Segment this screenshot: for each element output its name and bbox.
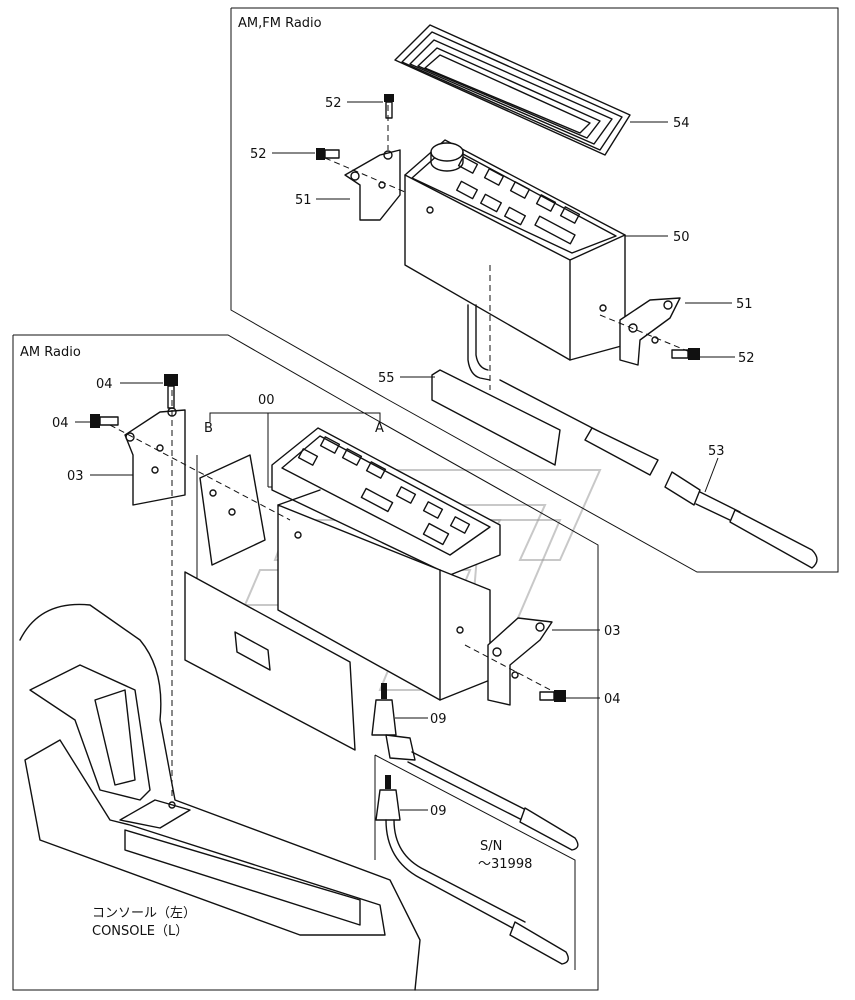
bezel-54 — [394, 24, 631, 156]
callout-09-upper: 09 — [430, 712, 447, 727]
callout-55: 55 — [378, 371, 395, 386]
serial-range: ～31998 — [478, 857, 532, 872]
bracket-51-left — [324, 105, 406, 221]
callout-52-right: 52 — [738, 351, 755, 366]
callout-04-left: 04 — [52, 416, 69, 431]
screw-52-top — [384, 94, 394, 119]
callout-00: 00 — [258, 393, 275, 408]
callout-03-right: 03 — [604, 624, 621, 639]
cable-09-lower — [374, 754, 576, 970]
am-fm-section-frame — [230, 7, 839, 573]
screw-04-right — [539, 690, 566, 702]
leader-lines — [75, 101, 735, 811]
am-section-frame — [12, 334, 599, 991]
callout-09-lower: 09 — [430, 804, 447, 819]
screw-52-right — [671, 348, 700, 360]
cable-09-upper — [371, 683, 579, 851]
console-label-en: CONSOLE（L） — [92, 924, 188, 939]
plate-55 — [431, 369, 561, 466]
callout-51-right: 51 — [736, 297, 753, 312]
callout-52-top: 52 — [325, 96, 342, 111]
section-title-am-fm: AM,FM Radio — [238, 16, 322, 31]
antenna-cable-53 — [499, 379, 818, 569]
bracket-03-left — [109, 380, 291, 800]
serial-label: S/N — [480, 839, 502, 854]
screw-04-top — [164, 374, 178, 409]
callout-B: B — [204, 421, 213, 436]
bracket-51-right — [599, 297, 691, 366]
assembly-bracket-00 — [209, 412, 381, 488]
bracket-03-right — [464, 617, 561, 706]
callout-53: 53 — [708, 444, 725, 459]
callout-03-left: 03 — [67, 469, 84, 484]
callout-A: A — [375, 421, 384, 436]
console-left — [19, 603, 421, 991]
callout-52-left: 52 — [250, 147, 267, 162]
screw-04-left — [90, 414, 119, 428]
cover-plate — [184, 571, 356, 751]
radio-body-50 — [404, 139, 626, 390]
callout-04-right: 04 — [604, 692, 621, 707]
callout-51-left: 51 — [295, 193, 312, 208]
console-label-jp: コンソール（左） — [92, 906, 196, 921]
callout-54: 54 — [673, 116, 690, 131]
screw-52-left — [316, 148, 340, 160]
section-title-am: AM Radio — [20, 345, 81, 360]
gasket-B — [196, 454, 266, 580]
callout-50: 50 — [673, 230, 690, 245]
callout-04-top: 04 — [96, 377, 113, 392]
